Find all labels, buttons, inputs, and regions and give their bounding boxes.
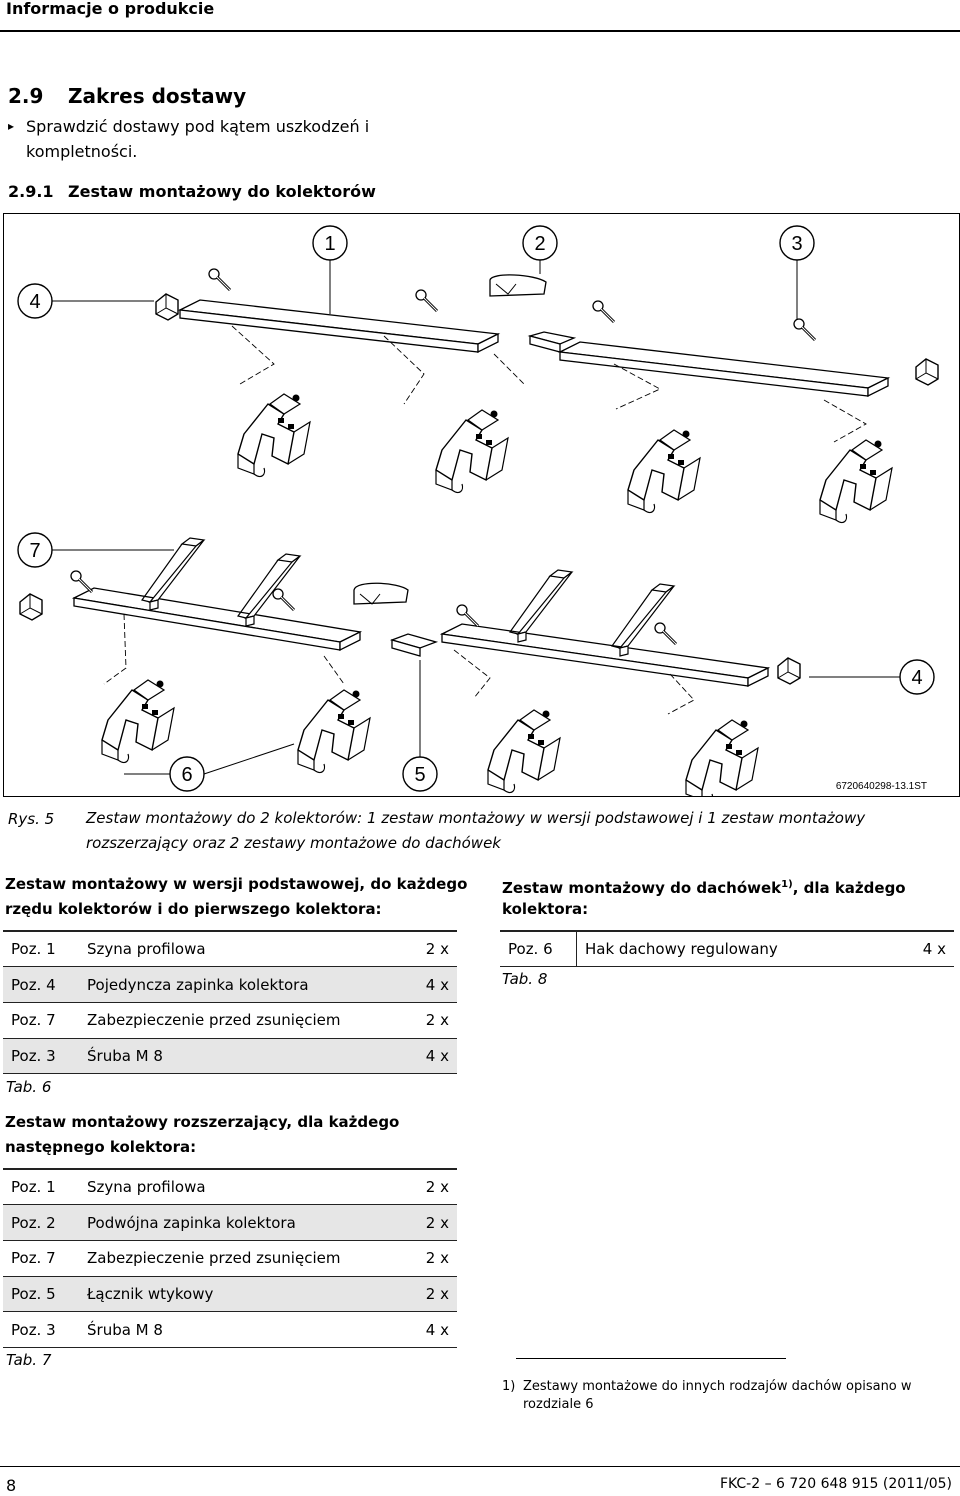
tiles-kit-table: Poz. 6 Hak dachowy regulowany 4 x bbox=[500, 930, 954, 968]
pos-cell: Poz. 7 bbox=[3, 1240, 79, 1277]
callout-3: 3 bbox=[779, 225, 815, 319]
name-cell: Śruba M 8 bbox=[79, 1038, 409, 1075]
table-row: Poz. 4 Pojedyncza zapinka kolektora 4 x bbox=[3, 966, 457, 1003]
footnote-marker: 1) bbox=[502, 1379, 516, 1394]
table-row: Poz. 1 Szyna profilowa 2 x bbox=[3, 930, 457, 968]
section-number: 2.9 bbox=[8, 84, 44, 108]
callout-6: 6 bbox=[124, 743, 295, 792]
callout-1: 1 bbox=[312, 225, 348, 314]
top-rails bbox=[177, 299, 891, 398]
pos-cell: Poz. 3 bbox=[3, 1311, 79, 1348]
table-6-label: Tab. 6 bbox=[6, 1078, 52, 1096]
pos-cell: Poz. 1 bbox=[3, 1168, 79, 1206]
callout-2: 2 bbox=[522, 225, 558, 274]
pos-cell: Poz. 1 bbox=[3, 930, 79, 968]
footnote-line1: Zestawy montażowe do innych rodzajów dac… bbox=[523, 1379, 912, 1394]
qty-cell: 2 x bbox=[408, 1204, 457, 1241]
callout-2-text: 2 bbox=[534, 233, 545, 255]
basic-kit-table: Poz. 1 Szyna profilowa 2 x Poz. 4 Pojedy… bbox=[3, 930, 457, 1075]
figure-frame: 1 2 3 4 7 4 6 bbox=[3, 213, 960, 804]
callout-3-text: 3 bbox=[791, 233, 802, 255]
callout-4-top: 4 bbox=[17, 283, 154, 319]
name-cell: Szyna profilowa bbox=[79, 930, 409, 968]
qty-cell: 2 x bbox=[408, 930, 457, 968]
subsection-number: 2.9.1 bbox=[8, 182, 54, 201]
basic-kit-title-line1: Zestaw montażowy w wersji podstawowej, d… bbox=[5, 875, 468, 893]
callout-6-text: 6 bbox=[181, 764, 192, 786]
table-row: Poz. 7 Zabezpieczenie przed zsunięciem 2… bbox=[3, 1240, 457, 1277]
figure-caption-line1: Zestaw montażowy do 2 kolektorów: 1 zest… bbox=[86, 809, 866, 827]
header-bar bbox=[0, 0, 960, 32]
subsection-title: Zestaw montażowy do kolektorów bbox=[68, 182, 376, 201]
table-row: Poz. 3 Śruba M 8 4 x bbox=[3, 1038, 457, 1075]
footer-rule bbox=[0, 1466, 960, 1467]
tiles-kit-title-line2: kolektora: bbox=[502, 900, 589, 918]
qty-cell: 2 x bbox=[408, 1168, 457, 1206]
bottom-rails bbox=[71, 587, 771, 688]
instruction-line2: kompletności. bbox=[26, 142, 138, 161]
page-number: 8 bbox=[6, 1476, 17, 1495]
table-7-label: Tab. 7 bbox=[6, 1351, 52, 1369]
pos-cell: Poz. 6 bbox=[500, 930, 577, 968]
bullet-icon: ▸ bbox=[8, 119, 15, 133]
extension-kit-title-line2: następnego kolektora: bbox=[5, 1138, 197, 1156]
callout-5: 5 bbox=[402, 660, 438, 792]
name-cell: Hak dachowy regulowany bbox=[576, 930, 895, 968]
name-cell: Podwójna zapinka kolektora bbox=[79, 1204, 409, 1241]
header-title: Informacje o produkcie bbox=[6, 0, 215, 18]
document-reference: FKC-2 – 6 720 648 915 (2011/05) bbox=[719, 1476, 952, 1492]
callout-7: 7 bbox=[17, 532, 174, 568]
pos-cell: Poz. 2 bbox=[3, 1204, 79, 1241]
name-cell: Łącznik wtykowy bbox=[79, 1276, 409, 1313]
callout-1-text: 1 bbox=[324, 233, 335, 255]
tiles-kit-title-start: Zestaw montażowy do dachówek bbox=[502, 879, 782, 897]
mounting-kit-illustration: 1 2 3 4 7 4 6 bbox=[17, 225, 939, 804]
table-row: Poz. 5 Łącznik wtykowy 2 x bbox=[3, 1276, 457, 1313]
callout-4-bottom: 4 bbox=[809, 659, 935, 695]
footnote-rule bbox=[516, 1358, 786, 1359]
callout-5-text: 5 bbox=[414, 764, 425, 786]
tiles-kit-title-end: , dla każdego bbox=[792, 879, 906, 897]
qty-cell: 2 x bbox=[408, 1240, 457, 1277]
name-cell: Szyna profilowa bbox=[79, 1168, 409, 1206]
table-row: Poz. 3 Śruba M 8 4 x bbox=[3, 1311, 457, 1348]
figure-caption-label: Rys. 5 bbox=[8, 810, 55, 828]
table-row: Poz. 2 Podwójna zapinka kolektora 2 x bbox=[3, 1204, 457, 1241]
section-title: Zakres dostawy bbox=[68, 84, 247, 108]
callout-4-bottom-text: 4 bbox=[911, 667, 922, 689]
callout-4-top-text: 4 bbox=[29, 291, 40, 313]
extension-kit-title-line1: Zestaw montażowy rozszerzający, dla każd… bbox=[5, 1113, 400, 1131]
pos-cell: Poz. 7 bbox=[3, 1002, 79, 1039]
table-row: Poz. 6 Hak dachowy regulowany 4 x bbox=[500, 930, 954, 968]
name-cell: Śruba M 8 bbox=[79, 1311, 409, 1348]
extension-kit-table: Poz. 1 Szyna profilowa 2 x Poz. 2 Podwój… bbox=[3, 1168, 457, 1348]
qty-cell: 4 x bbox=[408, 1311, 457, 1348]
qty-cell: 4 x bbox=[408, 966, 457, 1003]
name-cell: Zabezpieczenie przed zsunięciem bbox=[79, 1240, 409, 1277]
table-row: Poz. 7 Zabezpieczenie przed zsunięciem 2… bbox=[3, 1002, 457, 1039]
name-cell: Pojedyncza zapinka kolektora bbox=[79, 966, 409, 1003]
qty-cell: 4 x bbox=[408, 1038, 457, 1075]
figure-code: 6720640298-13.1ST bbox=[836, 781, 927, 792]
footnote-line2: rozdziale 6 bbox=[523, 1397, 594, 1412]
figure-caption-line2: rozszerzający oraz 2 zestawy montażowe d… bbox=[86, 834, 501, 852]
qty-cell: 2 x bbox=[408, 1002, 457, 1039]
name-cell: Zabezpieczenie przed zsunięciem bbox=[79, 1002, 409, 1039]
footnote-ref: 1) bbox=[781, 879, 793, 890]
table-8-label: Tab. 8 bbox=[502, 970, 548, 988]
basic-kit-title-line2: rzędu kolektorów i do pierwszego kolekto… bbox=[5, 900, 382, 918]
instruction-line1: Sprawdzić dostawy pod kątem uszkodzeń i bbox=[26, 117, 370, 136]
qty-cell: 4 x bbox=[894, 930, 954, 968]
pos-cell: Poz. 4 bbox=[3, 966, 79, 1003]
callout-7-text: 7 bbox=[29, 540, 40, 562]
tiles-kit-title-line1: Zestaw montażowy do dachówek1), dla każd… bbox=[502, 872, 906, 901]
pos-cell: Poz. 5 bbox=[3, 1276, 79, 1313]
table-row: Poz. 1 Szyna profilowa 2 x bbox=[3, 1168, 457, 1206]
qty-cell: 2 x bbox=[408, 1276, 457, 1313]
pos-cell: Poz. 3 bbox=[3, 1038, 79, 1075]
